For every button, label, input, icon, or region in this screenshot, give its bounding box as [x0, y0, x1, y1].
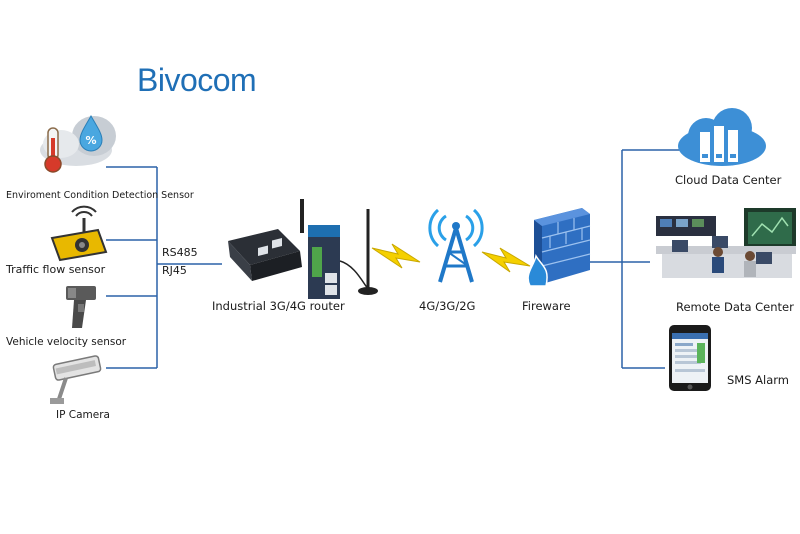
cell-tower-icon	[428, 208, 484, 283]
camera-label: IP Camera	[56, 409, 110, 421]
cloud-server-icon	[678, 108, 766, 166]
svg-text:%: %	[86, 134, 97, 147]
traffic-sensor-icon	[50, 205, 108, 262]
speed-gun-icon	[66, 286, 96, 328]
router-label: Industrial 3G/4G router	[212, 299, 345, 313]
control-room-icon	[656, 208, 796, 278]
traffic-sensor-label: Traffic flow sensor	[6, 263, 106, 276]
lightning-bolt-icon-2	[481, 247, 531, 273]
router-icon	[228, 199, 378, 299]
firewall-icon	[527, 208, 591, 287]
cloud-label: Cloud Data Center	[675, 173, 782, 187]
camera-icon	[50, 355, 102, 404]
firewall-label: Fireware	[522, 299, 571, 313]
destination-bus-lines	[590, 149, 680, 369]
rj45-label: RJ45	[162, 264, 187, 277]
rs485-label: RS485	[162, 246, 198, 259]
lightning-bolt-icon	[371, 243, 421, 269]
network-label: 4G/3G/2G	[419, 299, 476, 313]
env-sensor-label: Enviroment Condition Detection Sensor	[6, 190, 194, 201]
phone-icon	[669, 325, 711, 391]
sensor-bus-lines	[106, 166, 222, 369]
remote-dc-label: Remote Data Center	[676, 300, 794, 314]
bivocom-logo: Bivocom	[137, 62, 257, 98]
sms-label: SMS Alarm	[727, 373, 790, 387]
thermometer-cloud-icon: %	[40, 115, 116, 173]
velocity-sensor-label: Vehicle velocity sensor	[6, 336, 127, 348]
